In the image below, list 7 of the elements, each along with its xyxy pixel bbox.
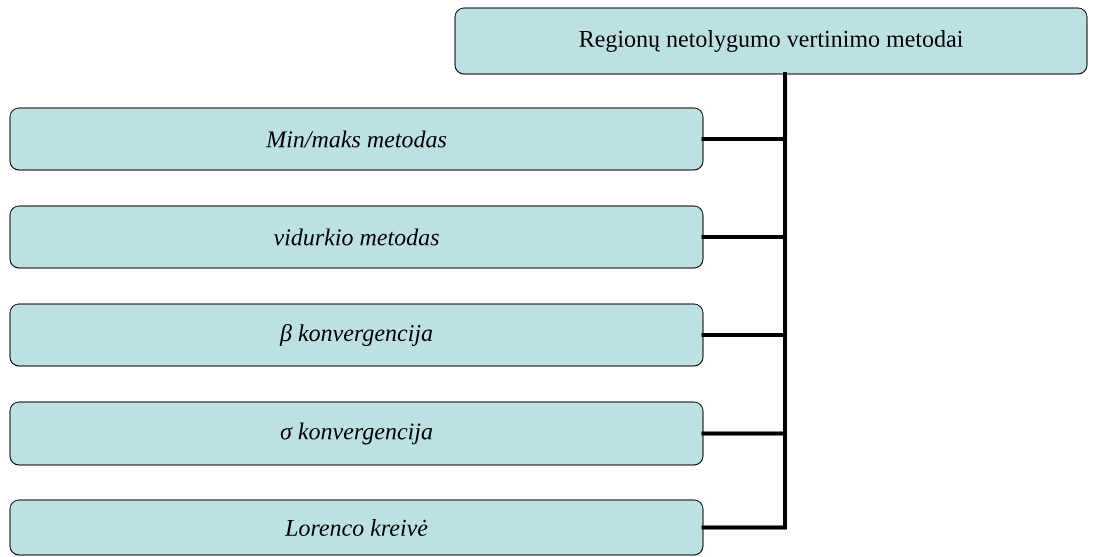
method-box: vidurkio metodas — [9, 205, 704, 269]
title-box: Regionų netolygumo vertinimo metodai — [454, 7, 1088, 75]
method-box: β konvergencija — [9, 303, 704, 367]
method-box: Lorenco kreivė — [9, 499, 704, 556]
connector-line — [701, 72, 787, 530]
method-box: σ konvergencija — [9, 401, 704, 466]
method-box: Min/maks metodas — [9, 107, 704, 171]
